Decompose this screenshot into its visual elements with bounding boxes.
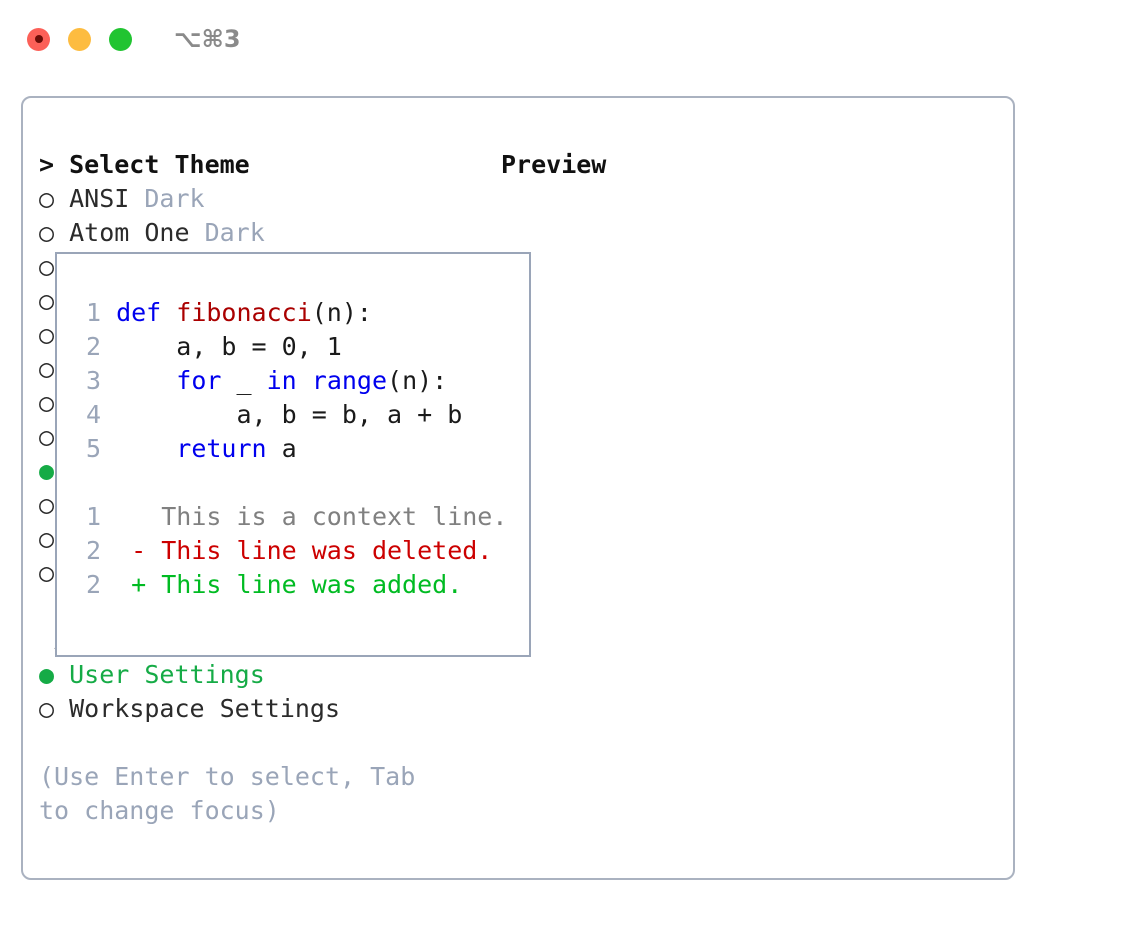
apply-to-item[interactable]: ○ Workspace Settings xyxy=(39,692,489,726)
preview-title: Preview xyxy=(501,150,607,179)
code-token: _ xyxy=(221,366,267,395)
radio-selected-icon: ● xyxy=(39,660,70,689)
radio-unselected-icon: ○ xyxy=(39,286,55,315)
line-number: 2 xyxy=(85,332,101,361)
code-blank-line xyxy=(71,466,521,500)
keyboard-shortcut-label: ⌥⌘3 xyxy=(174,25,241,53)
code-line: 1 def fibonacci(n): xyxy=(71,296,521,330)
theme-list-item[interactable]: ○ ANSI Dark xyxy=(39,182,489,216)
keyboard-hint: (Use Enter to select, Tab to change focu… xyxy=(39,762,431,825)
diff-marker xyxy=(131,502,146,531)
theme-name: ANSI xyxy=(69,184,130,213)
radio-unselected-icon: ○ xyxy=(39,252,55,281)
code-token xyxy=(116,434,176,463)
code-token: range xyxy=(311,366,388,395)
line-number: 1 xyxy=(85,298,101,327)
line-number: 4 xyxy=(85,400,101,429)
theme-list-header: > Select Theme xyxy=(39,150,250,179)
theme-list-item[interactable]: ○ Atom One Dark xyxy=(39,216,489,250)
radio-selected-icon: ● xyxy=(39,456,55,485)
code-token: a xyxy=(266,434,297,463)
radio-unselected-icon: ○ xyxy=(39,694,70,723)
line-number: 2 xyxy=(85,570,101,599)
line-number: 5 xyxy=(85,434,101,463)
diff-marker: - xyxy=(131,536,147,565)
code-token: fibonacci xyxy=(176,298,312,327)
code-token xyxy=(116,366,176,395)
code-token: in xyxy=(266,366,297,395)
diff-marker: + xyxy=(131,570,147,599)
diff-text: This line was added. xyxy=(146,570,463,599)
apply-to-item[interactable]: ● User Settings xyxy=(39,658,489,692)
code-token xyxy=(297,366,312,395)
radio-unselected-icon: ○ xyxy=(39,422,55,451)
code-line: 5 return a xyxy=(71,432,521,466)
code-token: (n): xyxy=(311,298,372,327)
apply-to-label: User Settings xyxy=(69,660,265,689)
gutter-gap xyxy=(101,570,131,599)
gutter-gap xyxy=(101,536,131,565)
title-bar: ⌥⌘3 xyxy=(0,0,1140,78)
code-token: (n): xyxy=(387,366,448,395)
diff-text: This is a context line. xyxy=(146,502,508,531)
code-token: a, b = 0, 1 xyxy=(116,332,342,361)
line-number: 3 xyxy=(85,366,101,395)
diff-line: 2 - This line was deleted. xyxy=(71,534,521,568)
window-controls xyxy=(27,27,132,51)
gutter-gap xyxy=(101,502,131,531)
apply-to-label: Workspace Settings xyxy=(69,694,341,723)
radio-unselected-icon: ○ xyxy=(39,218,70,247)
code-token: for xyxy=(176,366,222,395)
theme-kind-badge: Dark xyxy=(129,184,205,213)
theme-kind-badge: Dark xyxy=(189,218,265,247)
radio-unselected-icon: ○ xyxy=(39,524,55,553)
gutter-gap xyxy=(101,366,116,395)
radio-unselected-icon: ○ xyxy=(39,184,70,213)
diff-line: 2 + This line was added. xyxy=(71,568,521,602)
diff-line: 1 This is a context line. xyxy=(71,500,521,534)
code-token: def xyxy=(116,298,177,327)
radio-unselected-icon: ○ xyxy=(39,388,55,417)
diff-text: This line was deleted. xyxy=(146,536,493,565)
radio-unselected-icon: ○ xyxy=(39,354,55,383)
radio-unselected-icon: ○ xyxy=(39,490,55,519)
minimize-button[interactable] xyxy=(68,27,91,51)
theme-selector-panel: > Select Theme ○ ANSI Dark○ Atom One Dar… xyxy=(21,96,1015,880)
theme-name: Atom One xyxy=(69,218,190,247)
code-line: 2 a, b = 0, 1 xyxy=(71,330,521,364)
gutter-gap xyxy=(101,434,116,463)
radio-unselected-icon: ○ xyxy=(39,320,55,349)
gutter-gap xyxy=(101,332,116,361)
preview-column: Preview xyxy=(501,148,1001,182)
gutter-gap xyxy=(101,400,116,429)
gutter-gap xyxy=(101,298,116,327)
code-line: 4 a, b = b, a + b xyxy=(71,398,521,432)
radio-unselected-icon: ○ xyxy=(39,558,55,587)
code-token: return xyxy=(176,434,267,463)
code-line: 3 for _ in range(n): xyxy=(71,364,521,398)
line-number: 1 xyxy=(85,502,101,531)
line-number: 2 xyxy=(85,536,101,565)
apply-to-list[interactable]: ● User Settings○ Workspace Settings xyxy=(39,658,489,726)
zoom-button[interactable] xyxy=(109,27,132,51)
close-button[interactable] xyxy=(27,27,50,51)
code-token: a, b = b, a + b xyxy=(116,400,463,429)
